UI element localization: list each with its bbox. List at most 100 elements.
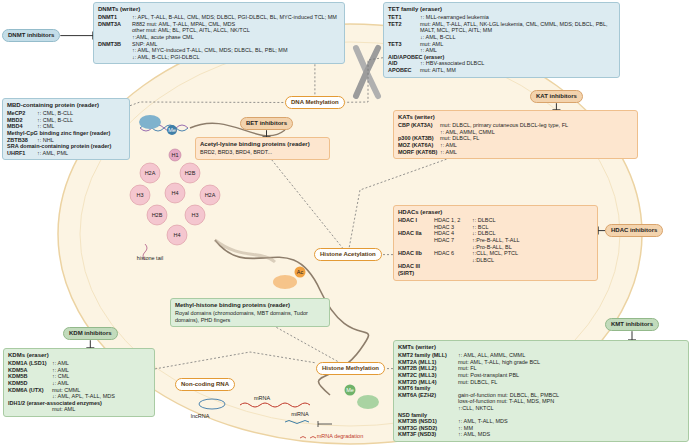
node-text: mut: Post-transplant PBL	[458, 372, 684, 379]
connector	[86, 340, 94, 348]
node-text: KMT2D (MLL4)	[398, 379, 456, 386]
node-text: ↑: AML	[420, 47, 615, 54]
connector-line	[345, 58, 383, 103]
node-text: MORF (KAT6B)	[398, 149, 438, 156]
table-cell: mut: AITL, MM	[420, 67, 615, 74]
node-text: AID/APOBEC (eraser)	[388, 54, 615, 61]
table-cell: HDAC IIa	[398, 230, 432, 237]
table-cell: DNMT3B	[98, 41, 130, 48]
table-cell: DNMT3A	[98, 21, 130, 28]
node-text: mut: CMML	[52, 387, 150, 394]
table-row: APOBECmut: AITL, MM	[388, 67, 615, 74]
table-cell: DNMT1	[98, 14, 130, 21]
table-cell: CBP (KAT3A)	[398, 122, 438, 129]
label-text: Me	[168, 127, 176, 133]
node-text: IDH1/2 (eraser-associated enzymes)	[8, 400, 150, 407]
pill-node: Histone Methylation	[316, 362, 385, 375]
table-row: ↑: AML, AMML, CMML	[398, 129, 633, 136]
table-cell	[458, 385, 684, 392]
table-row: KDM5B↑: CML	[8, 373, 150, 380]
table-row: ↓: AML, B-CLL; PGI-DLBCL	[98, 54, 340, 61]
table-cell: ↑: AML, ALL, AMML, CMML	[458, 352, 684, 359]
node-text: ↑: AML, T-ALL, MDS	[458, 418, 684, 425]
node-text: KMT6 family	[398, 385, 456, 392]
table-cell: mut: AML	[420, 41, 615, 48]
pill-node: KAT inhibitors	[530, 90, 583, 103]
node-text: TET2	[388, 21, 418, 28]
node-text: DNA Methylation	[291, 99, 339, 105]
table-row: mut: AML	[8, 406, 150, 413]
table-row: MOZ (KAT6A)↑: AML	[398, 142, 633, 149]
node-text: ↑: HBV-associated DLBCL	[420, 60, 615, 67]
node-text: loss-of-function mut: T-ALL, MDS, MPN	[458, 398, 684, 405]
table-cell: ↑: AML, MYC-induced T-ALL, CML, MDS; DLB…	[132, 47, 340, 54]
table-cell	[398, 405, 456, 412]
table-row: loss-of-function mut: T-ALL, MDS, MPN	[398, 398, 684, 405]
table-cell: ZBTB38	[7, 137, 35, 144]
node-text: HDAC III (SIRT)	[398, 263, 432, 276]
node-text: HDAC IIa	[398, 230, 432, 237]
label-text: miRNA	[291, 411, 308, 417]
table-cell: ↑: HBV-associated DLBCL	[420, 60, 615, 67]
table-cell: KMT2D (MLL4)	[398, 379, 456, 386]
table-row: HDAC III (SIRT)	[398, 263, 593, 276]
node-text: KDM inhibitors	[69, 330, 112, 336]
node-text: Non-coding RNA	[181, 381, 229, 387]
info-box: Acetyl-lysine binding proteins (reader)B…	[195, 137, 330, 160]
pill-node: DNA Methylation	[285, 96, 345, 109]
node-text: UHRF1	[7, 150, 35, 157]
node-text: KMT inhibitors	[611, 321, 653, 327]
table-row: ↑: AML, MYC-induced T-ALL, CML, MDS; DLB…	[98, 47, 340, 54]
table-row: KDM5A↑: AML	[8, 367, 150, 374]
label-text: lncRNA	[191, 413, 210, 419]
connector	[598, 227, 605, 235]
node-text: Histone Acetylation	[320, 251, 376, 257]
node-text: Methyl-histone binding proteins (reader)	[175, 302, 325, 309]
node-text: KMT3F (NSD3)	[398, 431, 456, 438]
connector	[345, 58, 383, 103]
table-row: HDAC 7↑:Pre-B-ALL, T-ALL	[398, 237, 593, 244]
table-cell: ↑: AML	[52, 367, 150, 374]
connector-line	[382, 254, 393, 255]
node-text: HDACs (eraser)	[398, 209, 593, 216]
table-cell: mut: DLBCL, FL	[458, 379, 684, 386]
connector	[276, 327, 338, 362]
table-cell: ↑: BCL	[472, 224, 593, 231]
table-cell	[472, 263, 593, 276]
node-text: ↓:DLBCL	[472, 257, 593, 264]
table-cell: ↑: AML, T-ALL, MDS	[458, 418, 684, 425]
table-cell: MORF (KAT6B)	[398, 149, 438, 156]
table-cell: TET1	[388, 14, 418, 21]
node-text: HDAC I	[398, 217, 432, 224]
connector-line	[130, 102, 285, 106]
table-row: UHRF1↑: AML, PML	[7, 150, 125, 157]
node-text: ↑: DLBCL	[472, 217, 593, 224]
table-cell: HDAC 7	[434, 237, 470, 244]
node-text: NSD family	[398, 412, 456, 419]
node-text: DNMT3A	[98, 21, 130, 28]
label-text: H4	[171, 190, 178, 196]
node-text: MeCP2	[7, 110, 35, 117]
table-cell: TET3	[388, 41, 418, 48]
label-text: H3	[191, 212, 198, 218]
table-cell: ↑:Pre-B-ALL, T-ALL	[472, 237, 593, 244]
node-text: ↑: MM	[458, 425, 684, 432]
table-row: KMT3G (NSD2)↑: MM	[398, 425, 684, 432]
table-cell: KMT3B (NSD1)	[398, 418, 456, 425]
connector-line	[314, 64, 315, 96]
node-text: KDMs (eraser)	[8, 352, 150, 359]
node-text: mut: DLBCL, primary cutaneous DLBCL-leg …	[440, 122, 633, 129]
table-row: TET1↑: MLL-rearranged leukemia	[388, 14, 615, 21]
connector	[130, 102, 285, 106]
table-cell	[398, 237, 432, 244]
label-text: H4	[173, 232, 180, 238]
table-cell: KMT3G (NSD2)	[398, 425, 456, 432]
table-cell	[398, 398, 456, 405]
table-row: KDM1A (LSD1)↑: AML	[8, 360, 150, 367]
node-text: ↓:Pro-B-ALL, BL	[472, 244, 593, 251]
table-cell: TET2	[388, 21, 418, 34]
pill-node: Histone Acetylation	[314, 248, 382, 261]
table-cell: other mut: AML; BL, PTCL, AITL, ALCL, NK…	[132, 27, 340, 34]
table-cell	[398, 224, 432, 231]
table-cell: HDAC 3	[434, 224, 470, 231]
